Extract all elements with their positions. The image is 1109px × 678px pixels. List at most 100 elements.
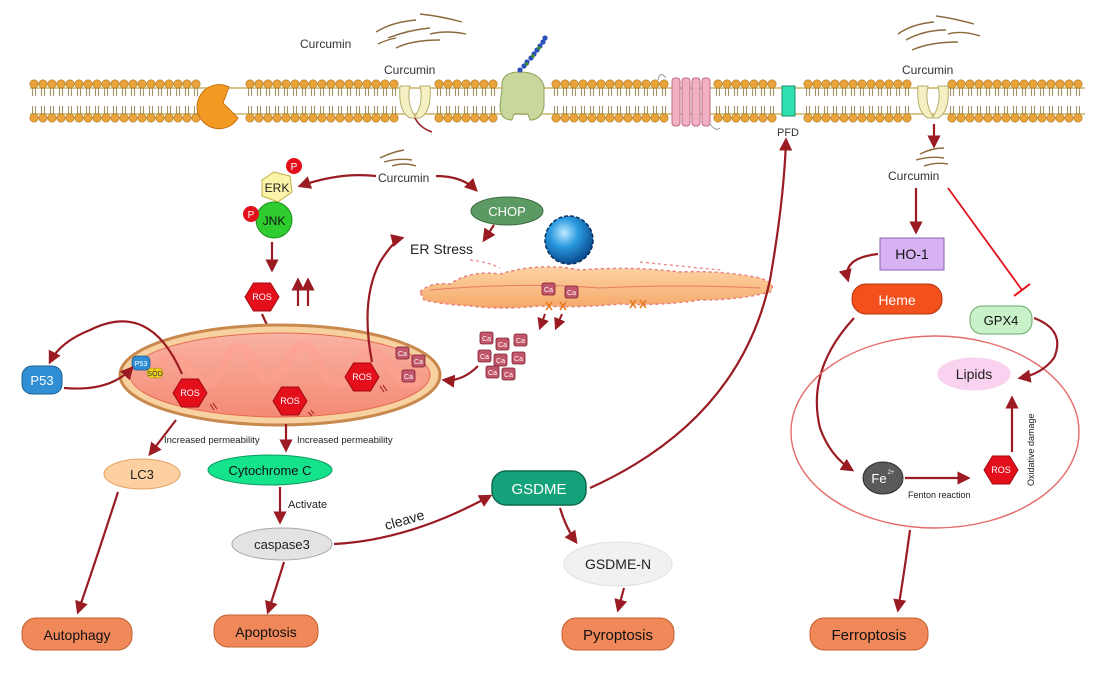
- svg-text:ROS: ROS: [252, 292, 272, 302]
- cleave-label: cleave: [383, 506, 427, 533]
- vesicle-ball-icon: [544, 215, 594, 265]
- curcumin-molecules-cyto-right-icon: [915, 147, 949, 167]
- arrow-gsdme-to-gsdme-n: [558, 507, 578, 545]
- arrow-gpx4-to-lipids: [1017, 316, 1059, 383]
- arrow-caspase-to-apoptosis: [265, 561, 286, 615]
- ros-node-mito-center: ROS: [272, 386, 308, 416]
- svg-text:P: P: [248, 210, 255, 221]
- lipids-label: Lipids: [956, 366, 993, 382]
- arrow-caspase-to-gsdme: [333, 494, 493, 546]
- svg-text:Ca: Ca: [398, 351, 407, 358]
- cell-membrane: [29, 79, 1085, 123]
- ferroptosis-region: [790, 335, 1080, 529]
- svg-text:Ca: Ca: [567, 290, 576, 297]
- oxidative-damage-label: Oxidative damage: [1026, 413, 1036, 486]
- cytochrome-c-node: Cytochrome C: [207, 454, 333, 486]
- ca-ion-er-2: Ca: [564, 285, 579, 299]
- gsdme-n-label: GSDME-N: [585, 556, 651, 572]
- arrow-mito-to-lc3: [148, 419, 177, 457]
- svg-text:Ca: Ca: [482, 336, 491, 343]
- arrow-heme-to-fe: [815, 317, 855, 472]
- svg-text:Ca: Ca: [514, 356, 523, 363]
- increased-permeability-right-label: Increased permeability: [297, 435, 393, 446]
- heme-label: Heme: [878, 292, 916, 308]
- heme-node: Heme: [851, 283, 943, 315]
- jnk-node: JNK: [255, 201, 293, 239]
- er-release-arrows-icon: [537, 313, 566, 331]
- svg-text:Ca: Ca: [488, 370, 497, 377]
- p53-node: P53: [21, 365, 63, 395]
- p53-label: P53: [30, 373, 53, 388]
- gpx4-node: GPX4: [969, 305, 1033, 335]
- ca-ion: Ca: [477, 349, 492, 363]
- arrow-gsdme-to-pfd: [589, 137, 793, 490]
- lc3-label: LC3: [130, 467, 154, 482]
- svg-text:Ca: Ca: [544, 287, 553, 294]
- ca-ion-er-1: Ca: [541, 282, 556, 296]
- jnk-phospho-badge: P: [243, 206, 259, 222]
- fe-ion-node: Fe 2+: [862, 461, 904, 495]
- pyroptosis-outcome: Pyroptosis: [561, 617, 675, 651]
- gsdme-node: GSDME: [491, 470, 587, 506]
- arrow-region-to-ferroptosis: [893, 529, 912, 613]
- ros-node-mito-left: ROS: [172, 378, 208, 408]
- ferroptosis-outcome: Ferroptosis: [809, 617, 929, 651]
- lipids-node: Lipids: [937, 357, 1011, 391]
- ca-ion: Ca: [479, 331, 494, 345]
- pfd-label: PFD: [777, 127, 799, 139]
- caspase3-node: caspase3: [231, 527, 333, 561]
- arrow-curcumin-to-chop: [435, 174, 478, 192]
- caspase3-label: caspase3: [254, 537, 310, 552]
- ho1-node: HO-1: [879, 237, 945, 271]
- erk-phospho-badge: P: [286, 158, 302, 174]
- gsdme-label: GSDME: [511, 481, 566, 498]
- svg-text:Ca: Ca: [496, 358, 505, 365]
- p53-small-node: P53: [131, 355, 151, 371]
- svg-text:Ca: Ca: [498, 342, 507, 349]
- cytochrome-c-label: Cytochrome C: [228, 463, 311, 478]
- pyroptosis-label: Pyroptosis: [583, 627, 653, 644]
- ros-sparkle-icons: [209, 384, 388, 417]
- svg-text:ROS: ROS: [352, 372, 372, 382]
- curcumin-label-top-left: Curcumin: [300, 37, 351, 51]
- pfd-pore-icon: [781, 85, 796, 117]
- fenton-reaction-label: Fenton reaction: [908, 490, 971, 500]
- svg-text:Ca: Ca: [504, 372, 513, 379]
- jnk-label: JNK: [263, 214, 286, 228]
- arrow-lc3-to-autophagy: [75, 491, 120, 615]
- gsdme-n-node: GSDME-N: [563, 541, 673, 587]
- ca-ion: Ca: [493, 353, 508, 367]
- activate-label: Activate: [288, 499, 327, 511]
- receptor-protein-icon: [499, 35, 548, 121]
- curcumin-molecules-cyto-left-icon: [379, 149, 417, 167]
- er-stress-label: ER Stress: [410, 241, 473, 257]
- svg-text:P: P: [291, 162, 298, 173]
- svg-text:ROS: ROS: [280, 396, 300, 406]
- ca-ion: Ca: [485, 365, 500, 379]
- erk-label: ERK: [265, 181, 290, 195]
- curcumin-channel-right-icon: [917, 85, 949, 119]
- er-channels-icon: [545, 299, 647, 311]
- curcumin-channel-left-icon: [399, 85, 433, 133]
- arrow-p53-to-mito: [63, 366, 134, 390]
- ros-node-ferroptosis: ROS: [983, 455, 1019, 485]
- inhibit-bar: [1013, 283, 1031, 297]
- ca-ion: Ca: [513, 333, 528, 347]
- curcumin-label-channel-left: Curcumin: [384, 63, 435, 77]
- ca-ion: Ca: [501, 367, 516, 381]
- autophagy-outcome: Autophagy: [21, 617, 133, 651]
- ca-ion: Ca: [495, 337, 510, 351]
- ca-ion-mito-3: Ca: [401, 369, 416, 383]
- svg-text:P53: P53: [135, 361, 148, 368]
- autophagy-label: Autophagy: [44, 627, 111, 643]
- curcumin-label-cyto-left: Curcumin: [378, 171, 429, 185]
- curcumin-label-cyto-right: Curcumin: [888, 169, 939, 183]
- increased-permeability-left-label: Increased permeability: [164, 435, 260, 446]
- arrow-chop-to-er: [482, 224, 496, 243]
- chop-node: CHOP: [470, 196, 544, 226]
- increase-arrows-icon: [291, 277, 315, 306]
- lc3-node: LC3: [103, 458, 181, 490]
